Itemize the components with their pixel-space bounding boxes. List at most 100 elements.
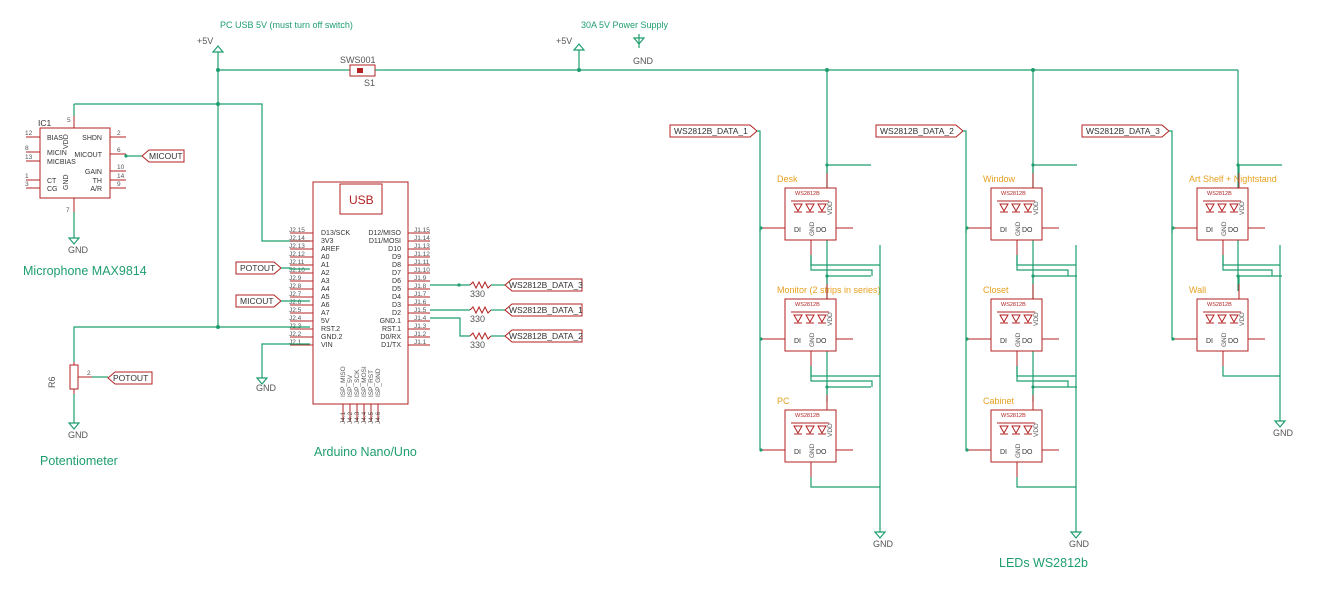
led-diode xyxy=(1217,314,1227,324)
mic-pin-num: 6 xyxy=(117,147,121,154)
arduino-pin-name: A5 xyxy=(321,294,330,301)
res-net-3: WS2812B_DATA_3 xyxy=(509,280,583,290)
mic-vdd-label: VDD xyxy=(63,134,70,149)
led-gnd-wire xyxy=(1016,255,1076,266)
led-di-junction xyxy=(1171,337,1175,341)
arduino-isp-num: J4.4 xyxy=(361,411,368,424)
arduino-pin-num: J1.1 xyxy=(414,339,427,346)
led-di-label: DI xyxy=(1206,227,1213,234)
arduino-pin-name: D8 xyxy=(392,262,401,269)
mic-net-label: MICOUT xyxy=(149,151,183,161)
arduino-pin-num: J1.6 xyxy=(414,299,427,306)
led-part-name: WS2812B xyxy=(795,413,820,419)
led-diode xyxy=(1023,203,1033,213)
arduino-isp-name: ISP_MISO xyxy=(340,366,347,397)
arduino-isp-name: ISP_GND xyxy=(375,368,382,397)
led-diode xyxy=(1229,314,1239,324)
arduino-pin-num: J2.12 xyxy=(289,251,305,258)
mic-pin-name: A/R xyxy=(90,186,102,193)
arduino-pin-name: AREF xyxy=(321,246,340,253)
led-name: Desk xyxy=(777,174,798,184)
led-vdd-junction xyxy=(1236,274,1240,278)
led-diode xyxy=(793,425,803,435)
led-diode xyxy=(1023,314,1033,324)
switch-ref: S1 xyxy=(364,78,375,88)
led-vdd-label: VDD xyxy=(1033,201,1040,215)
arduino-pin-name: 3V3 xyxy=(321,238,334,245)
led-gnd-wire xyxy=(1016,477,1076,488)
led-vdd-junction xyxy=(1236,163,1240,167)
arduino-pin-num: J2.5 xyxy=(289,307,302,314)
led-part-name: WS2812B xyxy=(1207,302,1232,308)
arduino-pin-name: D12/MISO xyxy=(368,230,401,237)
mic-gnd-label: GND xyxy=(63,174,70,190)
arduino-pin-num: J2.9 xyxy=(289,275,302,282)
arduino-pin-name: D0/RX xyxy=(380,334,401,341)
mic-pin-num: 1 xyxy=(25,173,29,180)
mic-vdd-pin: 5 xyxy=(67,117,71,124)
led-diode xyxy=(1011,203,1021,213)
mic-pin-num: 9 xyxy=(117,181,121,188)
led-di-label: DI xyxy=(794,338,801,345)
arduino-isp-name: ISP_5V xyxy=(347,374,354,397)
led-name: Window xyxy=(983,174,1016,184)
arduino-isp-name: ISP_RST xyxy=(368,370,375,397)
vcc-symbol-supply: +5V xyxy=(556,36,586,51)
arduino-pin-num: J2.1 xyxy=(289,339,302,346)
arduino-pin-name: D4 xyxy=(392,294,401,301)
led-diode xyxy=(999,203,1009,213)
arduino-pin-num: J1.11 xyxy=(414,259,430,266)
led-vdd-label: VDD xyxy=(827,423,834,437)
led-diode xyxy=(817,425,827,435)
arduino-pin-num: J1.9 xyxy=(414,275,427,282)
arduino-pin-num: J2.15 xyxy=(289,227,305,234)
res-net-2: WS2812B_DATA_2 xyxy=(509,331,583,341)
arduino-isp-name: ISP_SCK xyxy=(354,369,361,397)
arduino-pin-num: J2.4 xyxy=(289,315,302,322)
led-gnd-text: GND xyxy=(1069,539,1090,549)
led-diode xyxy=(1011,314,1021,324)
arduino-micout-label: MICOUT xyxy=(240,296,274,306)
arduino-isp-name: ISP_MOSI xyxy=(361,366,368,397)
led-part-name: WS2812B xyxy=(1001,191,1026,197)
led-do-label: DO xyxy=(1022,338,1033,345)
led-data-wire xyxy=(757,130,761,233)
arduino-pin-num: J2.2 xyxy=(289,331,302,338)
arduino-pin-name: 5V xyxy=(321,318,330,325)
arduino-pin-name: A0 xyxy=(321,254,330,261)
led-net-label: WS2812B_DATA_3 xyxy=(1086,126,1160,136)
arduino-pin-name: D9 xyxy=(392,254,401,261)
arduino-pin-num: J1.7 xyxy=(414,291,427,298)
arduino-isp-num: J4.1 xyxy=(340,411,347,424)
led-body xyxy=(784,409,837,463)
led-vdd-junction xyxy=(825,385,829,389)
led-chain-wire2 xyxy=(1016,255,1069,276)
led-part-name: WS2812B xyxy=(1001,302,1026,308)
led-body xyxy=(1196,298,1249,352)
arduino-pin-num: J2.13 xyxy=(289,243,305,250)
supply-note: 30A 5V Power Supply xyxy=(581,20,669,30)
arduino-pin-num: J1.12 xyxy=(414,251,430,258)
arduino-pin-name: GND.2 xyxy=(321,334,343,341)
led-net-tag xyxy=(1081,124,1170,138)
arduino-pin-name: RST.1 xyxy=(382,326,401,333)
mic-pin-num: 13 xyxy=(25,154,33,161)
arduino-pin-name: A2 xyxy=(321,270,330,277)
mic-pin-name: CG xyxy=(47,186,58,193)
led-diode xyxy=(805,314,815,324)
pot-net-label: POTOUT xyxy=(113,373,148,383)
arduino-pin-num: J1.3 xyxy=(414,323,427,330)
arduino-gnd-text: GND xyxy=(256,383,277,393)
led-diode xyxy=(817,314,827,324)
mic-pin-name: GAIN xyxy=(85,169,102,176)
arduino-pin-num: J2.14 xyxy=(289,235,305,242)
led-vdd-wire xyxy=(1032,275,1077,284)
switch-name: SWS001 xyxy=(340,55,376,65)
arduino-pin-num: J1.5 xyxy=(414,307,427,314)
led-body xyxy=(990,298,1043,352)
